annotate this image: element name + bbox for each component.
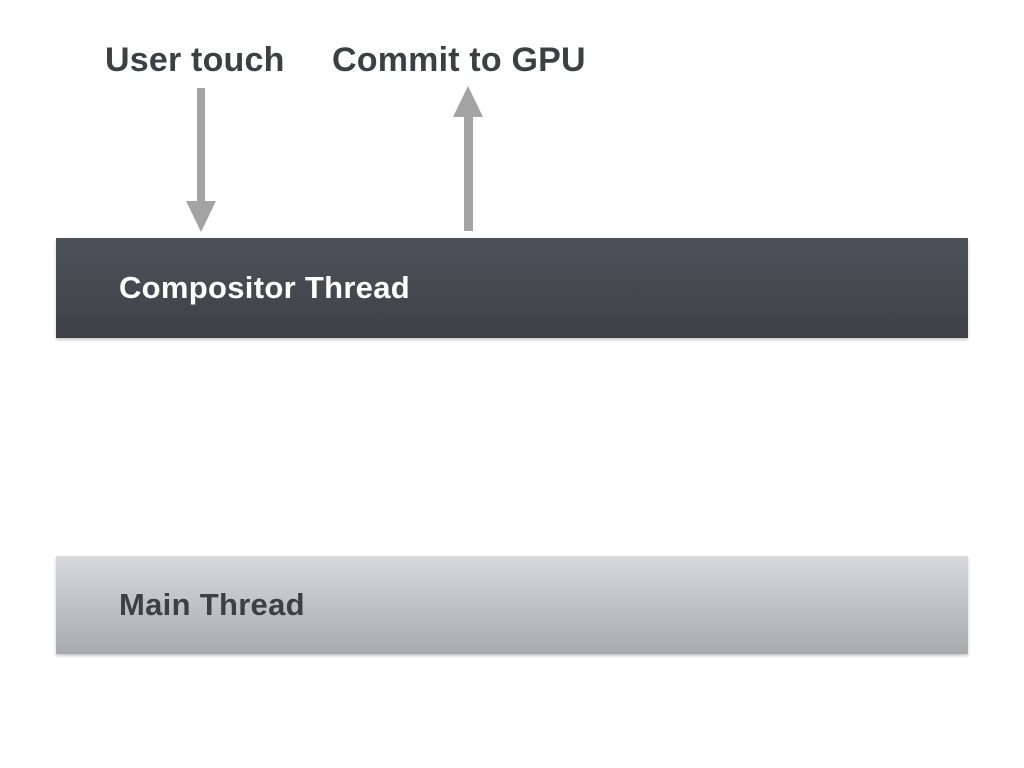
user-touch-label: User touch: [105, 41, 285, 79]
main-thread-bar: Main Thread: [56, 556, 968, 654]
commit-to-gpu-label: Commit to GPU: [332, 41, 586, 79]
main-thread-label: Main Thread: [119, 587, 305, 622]
compositor-thread-bar: Compositor Thread: [56, 238, 968, 338]
up-arrow-icon: [453, 86, 483, 231]
compositor-thread-label: Compositor Thread: [119, 270, 411, 305]
down-arrow-icon: [186, 88, 216, 232]
